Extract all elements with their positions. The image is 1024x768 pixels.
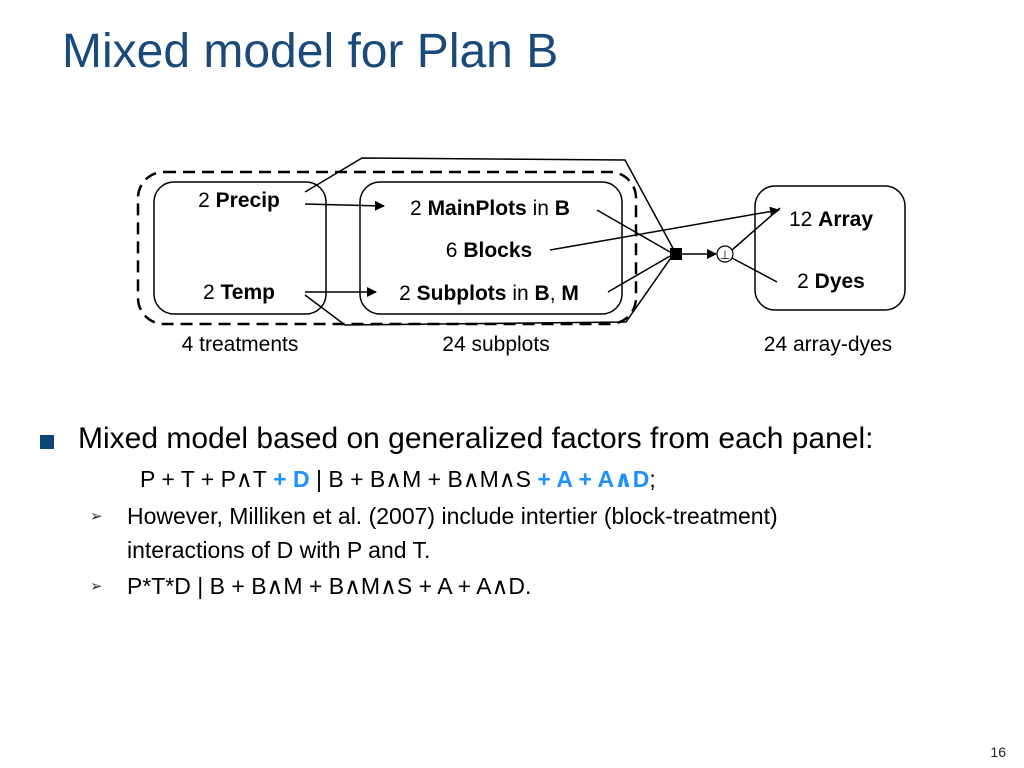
orthogonal-circle-node: [716, 245, 734, 263]
line-subplots-square: [607, 255, 671, 293]
factor-diagram: ⊥ 2 Precip 2 Temp 4 treatments 2 MainPlo…: [136, 157, 906, 356]
subplots-caption: 24 subplots: [442, 333, 549, 356]
arrow-precip-mainplots: [304, 200, 385, 211]
orthogonal-symbol: ⊥: [720, 248, 730, 262]
arraydyes-panel: [754, 185, 906, 311]
chevron-right-icon: ➢: [90, 578, 103, 595]
blocks-label: 6 Blocks: [446, 239, 532, 262]
formula-highlight-d: + D: [266, 466, 310, 492]
mainplots-label: 2 MainPlots in B: [410, 197, 570, 220]
subplots-panel: [359, 181, 623, 315]
arraydyes-caption: 24 array-dyes: [764, 333, 892, 356]
treatments-panel: [153, 181, 327, 315]
main-bullet-text: Mixed model based on generalized factors…: [78, 422, 874, 455]
sub-bullet-text: However, Milliken et al. (2007) include …: [127, 503, 778, 529]
dashed-tier-box: [136, 170, 638, 326]
chevron-right-icon: ➢: [90, 508, 103, 525]
join-square-node: [670, 248, 682, 260]
arrow-blocks-array: [549, 206, 780, 251]
square-bullet-icon: [40, 435, 54, 449]
line-mainplots-square: [596, 209, 671, 253]
line-circle-dyes: [731, 257, 778, 283]
temp-label: 2 Temp: [203, 281, 275, 304]
treatments-caption: 4 treatments: [182, 333, 299, 356]
precip-label: 2 Precip: [198, 189, 280, 212]
subplots-label: 2 Subplots in B, M: [399, 282, 579, 305]
sub-bullet-continuation: interactions of D with P and T.: [127, 537, 431, 563]
page-number: 16: [990, 744, 1006, 760]
array-label: 12 Array: [789, 208, 873, 231]
page-title: Mixed model for Plan B: [62, 25, 559, 78]
model-formula: P + T + P∧T + D | B + B∧M + B∧M∧S + A + …: [140, 466, 656, 492]
dyes-label: 2 Dyes: [797, 270, 865, 293]
formula-highlight-a: + A + A∧D: [531, 466, 650, 492]
line-circle-array: [731, 207, 781, 251]
sub-bullet-text: P*T*D | B + B∧M + B∧M∧S + A + A∧D.: [127, 573, 532, 599]
